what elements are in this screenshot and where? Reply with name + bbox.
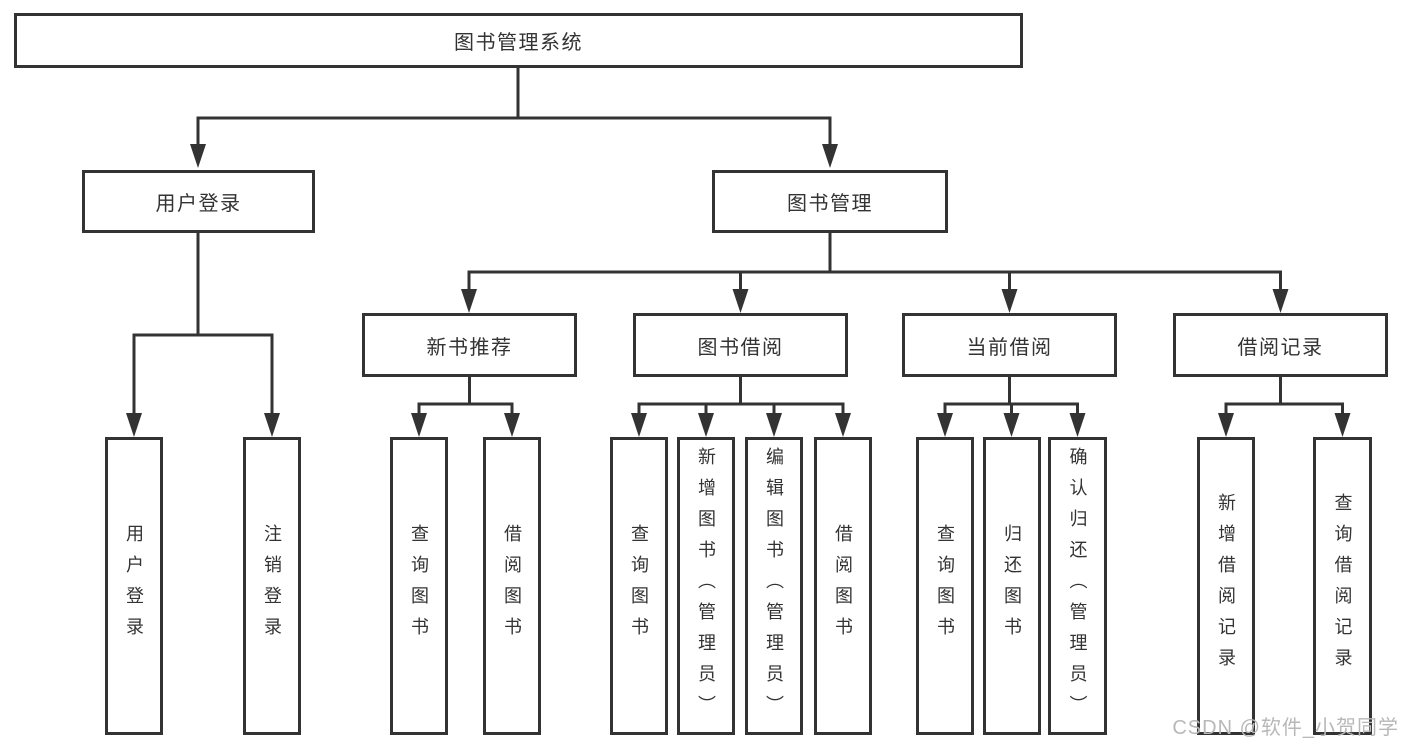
leaf-add-books-admin: 新增图书（管理员）	[677, 437, 735, 735]
node-current-borrowing: 当前借阅	[902, 313, 1117, 377]
arrowhead	[1069, 413, 1086, 437]
arrowhead	[1001, 289, 1018, 313]
node-label: 用户登录	[155, 193, 242, 215]
leaf-label: 新增图书（管理员）	[696, 446, 716, 726]
leaf-label: 用户登录	[124, 524, 144, 648]
leaf-user-login: 用户登录	[105, 437, 163, 735]
leaf-label: 查询借阅记录	[1332, 493, 1353, 679]
node-borrowing-records: 借阅记录	[1173, 313, 1388, 377]
node-label: 图书借阅	[697, 336, 784, 359]
leaf-query-books-recommend: 查询图书	[390, 437, 448, 735]
connector-user-login-branch	[126, 233, 280, 437]
arrowhead	[411, 413, 427, 437]
node-label: 借阅记录	[1237, 336, 1324, 359]
node-label: 图书管理	[787, 193, 873, 215]
arrowhead	[631, 413, 647, 437]
node-new-book-recommendation: 新书推荐	[362, 313, 577, 377]
leaf-label: 查询图书	[409, 524, 429, 648]
connector-book-borrow-branch	[631, 377, 851, 437]
leaf-label: 注销登录	[262, 524, 282, 648]
arrowhead	[822, 144, 838, 168]
leaf-label: 查询图书	[935, 524, 955, 648]
arrowhead	[126, 413, 142, 437]
arrowhead	[264, 413, 280, 437]
leaf-borrow-books: 借阅图书	[814, 437, 872, 735]
leaf-return-books: 归还图书	[983, 437, 1041, 735]
leaf-query-books-borrow: 查询图书	[610, 437, 668, 735]
leaf-query-borrow-record: 查询借阅记录	[1313, 437, 1372, 735]
node-book-management: 图书管理	[712, 170, 948, 233]
arrowhead	[190, 144, 206, 168]
connector-new-book-branch	[411, 377, 520, 437]
node-label: 图书管理系统	[454, 32, 583, 54]
arrowhead	[698, 413, 714, 437]
leaf-query-books-current: 查询图书	[916, 437, 974, 735]
connector-borrow-record-branch	[1218, 377, 1351, 437]
arrowhead	[504, 413, 520, 437]
leaf-label: 借阅图书	[502, 524, 522, 648]
leaf-add-borrow-record: 新增借阅记录	[1197, 437, 1255, 735]
connector-current-borrow-branch	[937, 377, 1086, 437]
leaf-label: 归还图书	[1002, 524, 1022, 648]
node-label: 当前借阅	[966, 336, 1053, 359]
arrowhead	[1334, 413, 1351, 437]
leaf-label: 编辑图书（管理员）	[764, 446, 784, 726]
arrowhead	[835, 413, 851, 437]
leaf-label: 借阅图书	[833, 524, 853, 648]
node-book-borrowing: 图书借阅	[633, 313, 848, 377]
leaf-label: 新增借阅记录	[1216, 493, 1236, 679]
node-library-system: 图书管理系统	[14, 13, 1023, 68]
arrowhead	[1003, 413, 1020, 437]
leaf-label: 查询图书	[629, 524, 649, 648]
node-label: 新书推荐	[426, 336, 513, 359]
arrowhead	[1272, 289, 1289, 313]
leaf-confirm-return-admin: 确认归还（管理员）	[1048, 437, 1107, 735]
connector-book-management-branch	[461, 233, 1289, 313]
leaf-label: 确认归还（管理员）	[1067, 446, 1088, 726]
arrowhead	[937, 413, 953, 437]
leaf-logout: 注销登录	[243, 437, 301, 735]
node-user-login: 用户登录	[82, 170, 315, 233]
arrowhead	[461, 289, 477, 313]
arrowhead	[1218, 413, 1234, 437]
leaf-borrow-books-recommend: 借阅图书	[483, 437, 541, 735]
arrowhead	[766, 413, 782, 437]
leaf-edit-books-admin: 编辑图书（管理员）	[745, 437, 803, 735]
watermark: CSDN @软件_小贺同学	[1172, 717, 1399, 739]
connector-root-to-level1	[190, 68, 838, 168]
arrowhead	[732, 289, 749, 313]
